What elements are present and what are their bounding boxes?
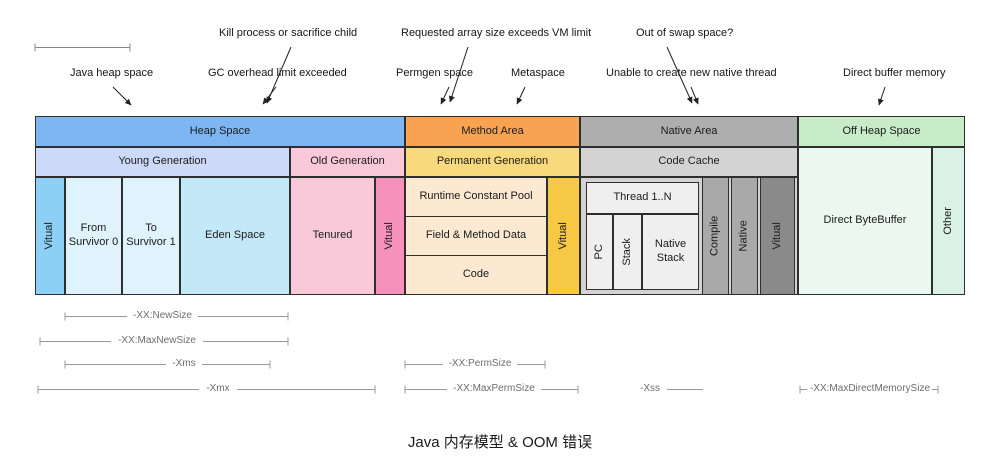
arrow-direct-buffer: [878, 86, 886, 106]
param-lines: [37, 312, 939, 394]
eden-space-label: Eden Space: [205, 229, 265, 242]
param-newsize: -XX:NewSize: [133, 310, 192, 321]
arrow-permgen-space: [440, 86, 450, 105]
native-area-header: Native Area: [580, 116, 798, 147]
param-xss: -Xss: [640, 383, 660, 394]
permanent-generation-header: Permanent Generation: [405, 147, 580, 177]
tenured-label: Tenured: [312, 229, 353, 242]
param-xmx: -Xmx: [206, 383, 230, 394]
native-label: Native: [737, 220, 750, 252]
code-cache-label: Code Cache: [658, 155, 720, 168]
label-native-thread: Unable to create new native thread: [606, 67, 777, 79]
direct-bytebuffer-label: Direct ByteBuffer: [823, 214, 907, 227]
native-virtual-label: Vitual: [770, 222, 783, 250]
to-survivor-label: To Survivor 1: [126, 222, 176, 248]
heap-space-label: Heap Space: [189, 124, 251, 137]
old-generation-header: Old Generation: [290, 147, 405, 177]
top-left-rule: [34, 43, 131, 52]
label-requested-array: Requested array size exceeds VM limit: [401, 27, 592, 39]
thread-header-cell: Thread 1..N: [586, 182, 699, 214]
other-cell: Other: [932, 147, 965, 295]
young-generation-label: Young Generation: [118, 155, 207, 168]
param-xms: -Xms: [172, 358, 196, 369]
native-stack-label: Native Stack: [654, 238, 687, 264]
arrow-metaspace: [516, 86, 526, 105]
old-virtual-label: Vitual: [383, 222, 396, 250]
old-generation-label: Old Generation: [310, 155, 385, 168]
from-survivor-label: From Survivor 0: [68, 222, 119, 248]
stack-cell: Stack: [613, 214, 642, 290]
perm-virtual-cell: Vitual: [547, 177, 580, 295]
native-virtual-cell: Vitual: [760, 177, 795, 295]
param-maxdirectmemorysize: -XX:MaxDirectMemorySize: [809, 383, 931, 394]
label-metaspace: Metaspace: [511, 67, 565, 79]
code-cache-header: Code Cache: [580, 147, 798, 177]
off-heap-space-header: Off Heap Space: [798, 116, 965, 147]
perm-virtual-label: Vitual: [556, 222, 569, 250]
diagram-title: Java 内存模型 & OOM 错误: [407, 434, 593, 451]
label-kill-process: Kill process or sacrifice child: [219, 27, 358, 39]
param-maxnewsize: -XX:MaxNewSize: [118, 335, 196, 346]
runtime-constant-pool-cell: Runtime Constant Pool: [405, 177, 547, 217]
param-maxpermsize: -XX:MaxPermSize: [453, 383, 535, 394]
field-method-data-label: Field & Method Data: [425, 229, 527, 242]
direct-bytebuffer-cell: Direct ByteBuffer: [798, 147, 932, 295]
method-area-header: Method Area: [405, 116, 580, 147]
param-permsize: -XX:PermSize: [448, 358, 512, 369]
other-label: Other: [941, 207, 954, 235]
permanent-generation-label: Permanent Generation: [436, 155, 549, 168]
label-java-heap-space: Java heap space: [70, 67, 154, 79]
eden-space-cell: Eden Space: [180, 177, 290, 295]
label-permgen-space: Permgen space: [396, 67, 474, 79]
thread-header-label: Thread 1..N: [613, 191, 672, 204]
native-stack-cell: Native Stack: [642, 214, 699, 290]
to-survivor-cell: To Survivor 1: [122, 177, 180, 295]
off-heap-space-label: Off Heap Space: [842, 124, 921, 137]
method-area-label: Method Area: [461, 124, 524, 137]
arrow-gc-overhead: [262, 86, 277, 105]
native-cell: Native: [731, 177, 758, 295]
arrow-native-thread: [690, 86, 699, 105]
code-cell: Code: [405, 255, 547, 295]
heap-virtual-label: Vitual: [43, 222, 56, 250]
compile-cell: Compile: [702, 177, 729, 295]
pc-label: PC: [592, 244, 605, 260]
from-survivor-cell: From Survivor 0: [65, 177, 122, 295]
heap-virtual-cell: Vitual: [35, 177, 65, 295]
pc-cell: PC: [586, 214, 613, 290]
label-direct-buffer: Direct buffer memory: [843, 67, 946, 79]
label-gc-overhead: GC overhead limit exceeded: [208, 67, 347, 79]
old-virtual-cell: Vitual: [375, 177, 405, 295]
arrow-java-heap-space: [112, 86, 132, 106]
compile-label: Compile: [708, 215, 721, 257]
native-area-label: Native Area: [660, 124, 718, 137]
runtime-constant-pool-label: Runtime Constant Pool: [419, 190, 533, 203]
tenured-cell: Tenured: [290, 177, 375, 295]
young-generation-header: Young Generation: [35, 147, 290, 177]
code-label: Code: [462, 268, 490, 281]
stack-label: Stack: [620, 238, 633, 266]
heap-space-header: Heap Space: [35, 116, 405, 147]
field-method-data-cell: Field & Method Data: [405, 216, 547, 256]
param-line-xms: [64, 360, 271, 369]
label-out-of-swap: Out of swap space?: [636, 27, 734, 39]
